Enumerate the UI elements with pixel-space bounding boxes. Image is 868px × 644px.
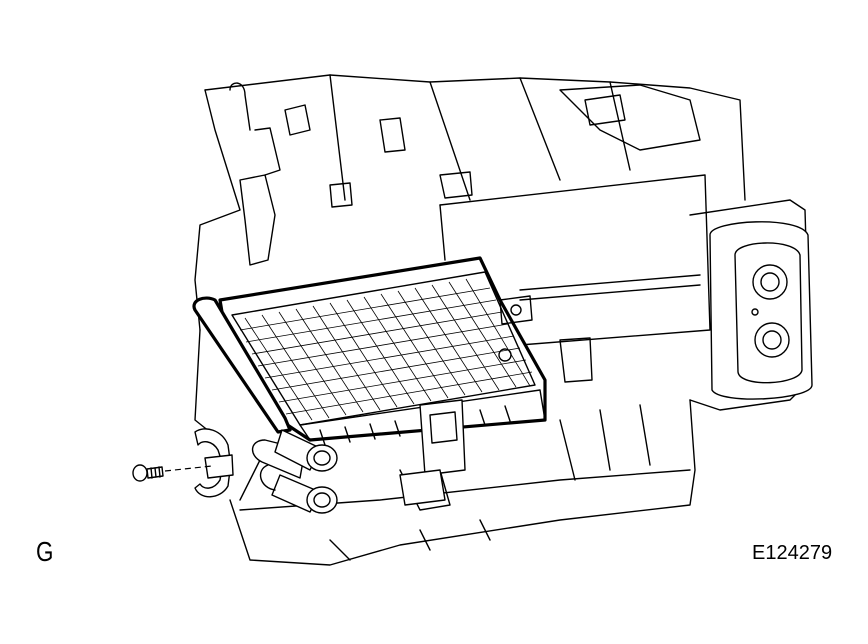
heater-core-pipes [251, 429, 338, 514]
heater-core [192, 256, 547, 446]
heater-core-fins [239, 278, 533, 421]
removal-guide-line [164, 465, 213, 472]
heater-unit-housing [194, 74, 813, 566]
view-label: G [36, 536, 54, 567]
figure-id: E124279 [752, 542, 833, 564]
pipe-bracket [399, 295, 593, 506]
pipe-clamp [194, 428, 234, 498]
screw [132, 464, 164, 482]
